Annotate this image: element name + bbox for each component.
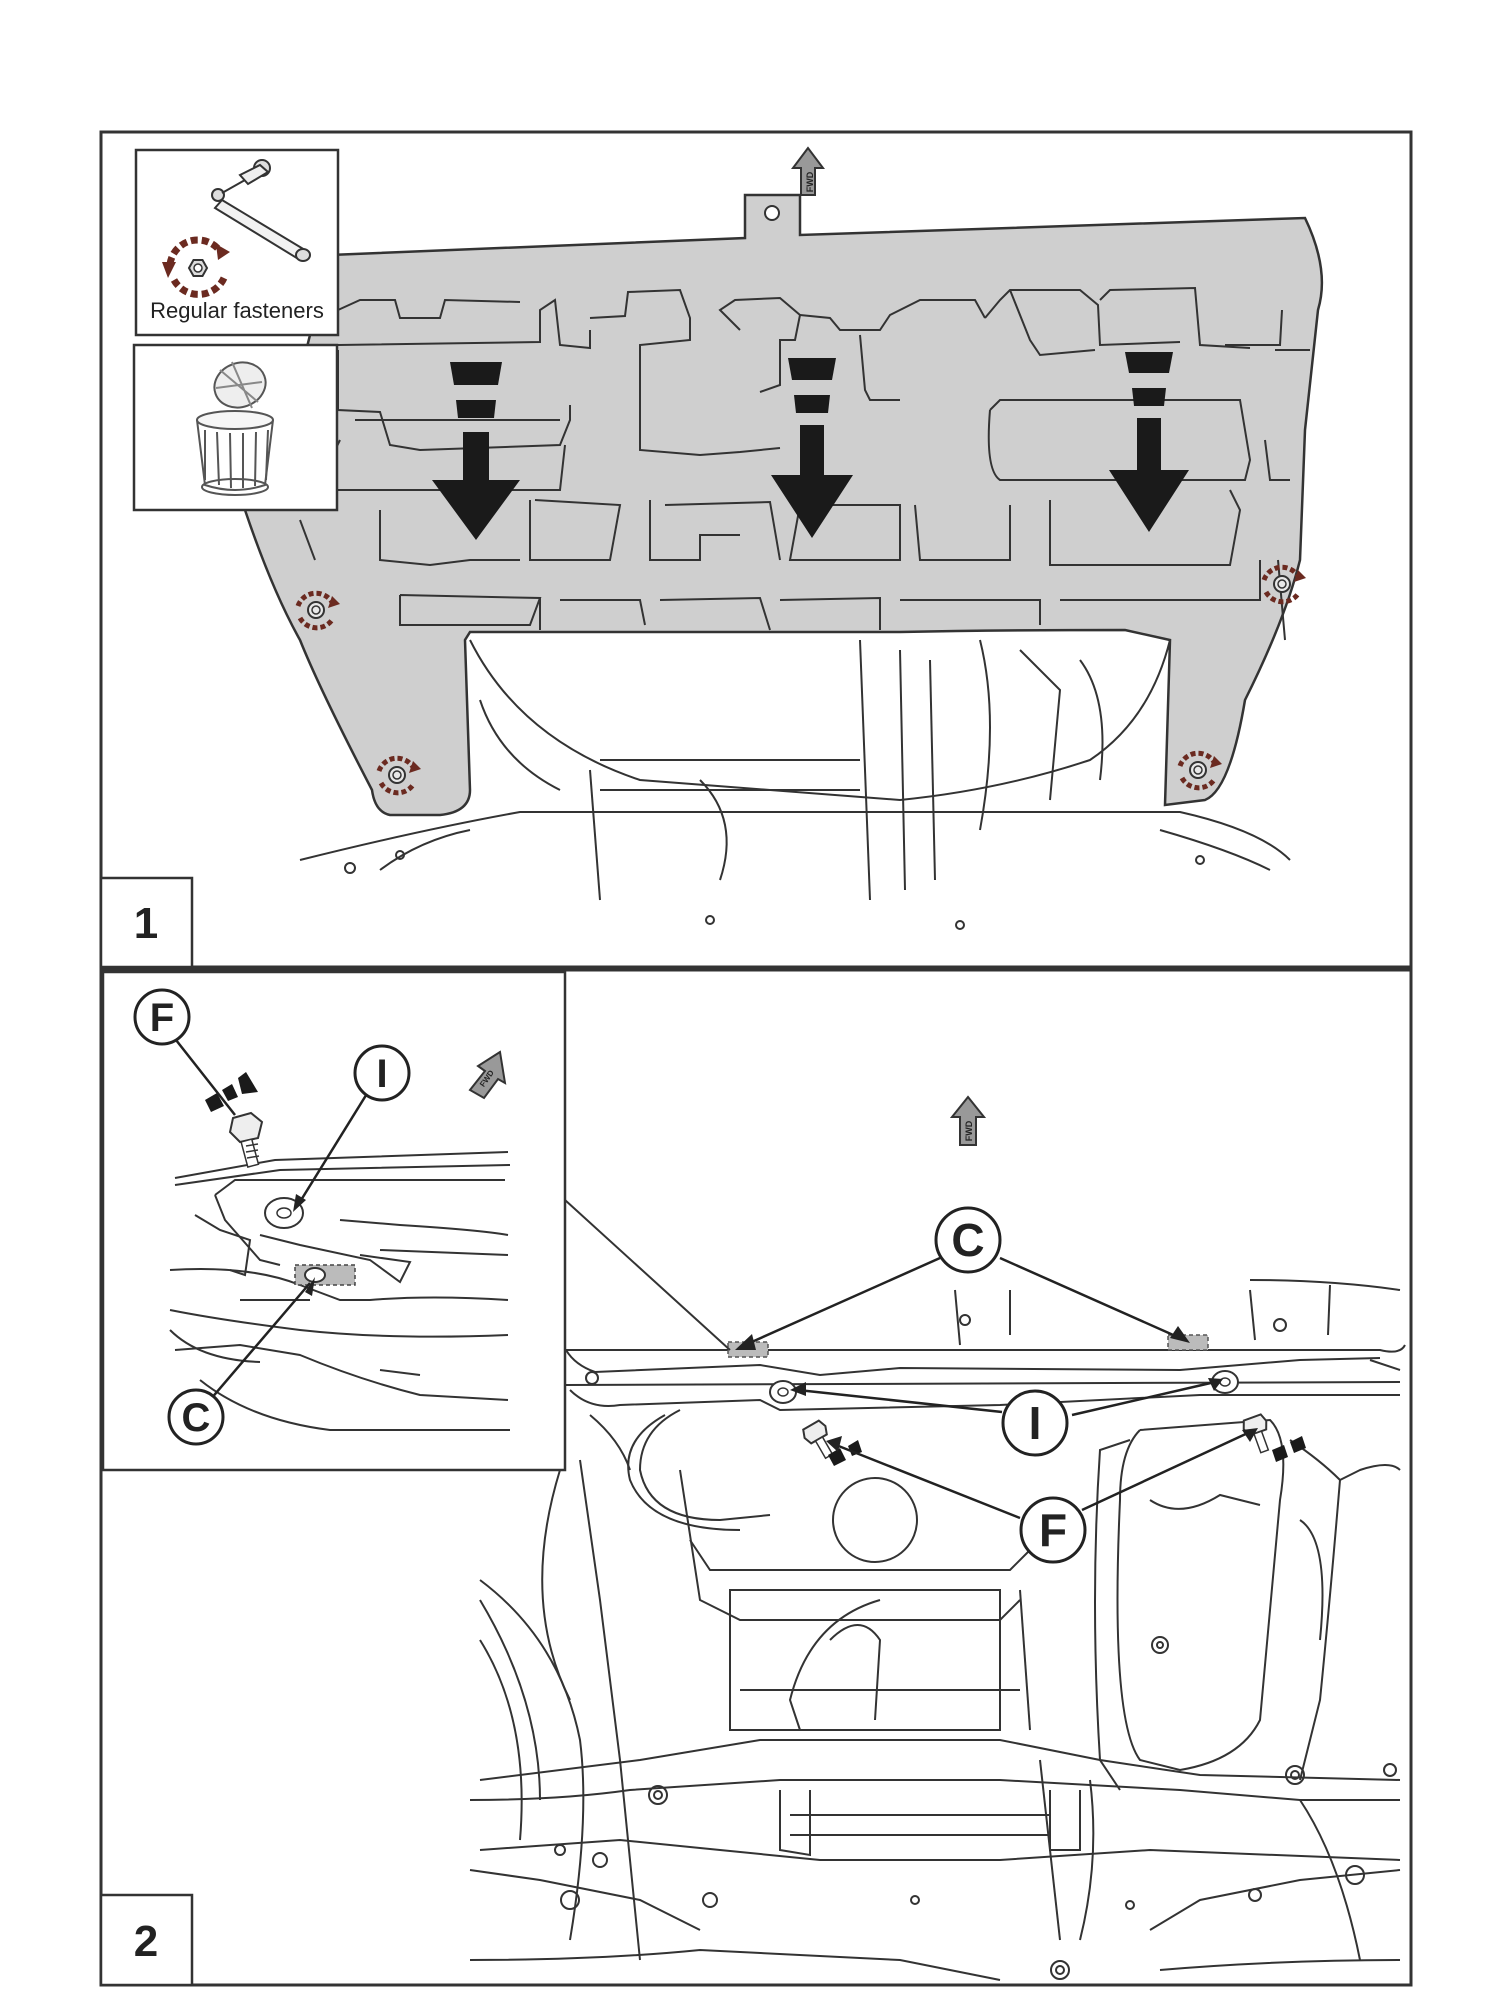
- push-arrow-left: [432, 362, 520, 540]
- push-arrow-right: [1109, 352, 1189, 532]
- detail-leaders: [175, 1039, 370, 1401]
- install-arrow-right: [1272, 1436, 1306, 1462]
- callout-c-label: C: [951, 1214, 984, 1266]
- step-2-box: [99, 1893, 194, 1987]
- detail-inset-drawing: [169, 1151, 511, 1431]
- detail-fwd-arrow: FWD: [468, 1050, 507, 1100]
- step-1-number: 1: [134, 899, 158, 948]
- inset-regular-fasteners: [134, 148, 340, 337]
- fwd-label: FWD: [805, 171, 815, 192]
- callout-i-main: I: [1001, 1389, 1069, 1457]
- callout-f-main: F: [1019, 1496, 1087, 1564]
- install-direction-arrows: [432, 352, 1189, 540]
- step-2-number: 2: [134, 1917, 158, 1966]
- rotate-fastener-icon: [1261, 564, 1306, 605]
- fwd-label: FWD: [964, 1120, 974, 1141]
- callout-i-detail: I: [353, 1044, 411, 1102]
- bolt-left: [802, 1419, 834, 1460]
- rotate-nut-icon: [162, 236, 230, 298]
- detail-inset: [101, 970, 567, 1472]
- detail-install-arrow: [205, 1072, 258, 1112]
- shield-tab-hole: [764, 205, 780, 221]
- shield-ribs: [299, 286, 1310, 641]
- callout-leaders-main: [744, 1256, 1251, 1520]
- engine-mount: [832, 1477, 918, 1563]
- rotate-fastener-icon: [1177, 750, 1222, 791]
- rotate-fastener-icon: [376, 755, 421, 796]
- detail-washer: [264, 1197, 304, 1229]
- panel-2-frame: [99, 968, 1413, 1987]
- zoom-connector: [564, 1199, 731, 1470]
- callout-i-label: I: [1029, 1397, 1042, 1449]
- callout-f-detail: F: [133, 988, 191, 1046]
- vehicle-underbody-panel-2: [469, 1279, 1406, 1981]
- detail-bolt: [228, 1111, 264, 1168]
- callout-arrowheads-main: [735, 1326, 1258, 1452]
- inset-caption: Regular fasteners: [150, 298, 324, 323]
- fwd-arrow-panel-2: FWD: [949, 1095, 987, 1146]
- rotate-fastener-icon: [295, 590, 340, 631]
- push-clip-icon: [196, 361, 274, 496]
- callout-f-label: F: [1039, 1504, 1067, 1556]
- fwd-arrow-panel-1: FWD: [791, 146, 825, 196]
- push-arrow-center: [771, 358, 853, 538]
- callout-f-label: F: [150, 996, 174, 1040]
- vehicle-underbody-panel-1: [299, 639, 1291, 930]
- fastener-points-main: [727, 1334, 1306, 1466]
- ratchet-wrench-icon: [211, 159, 311, 262]
- detail-arrowheads: [293, 1194, 315, 1296]
- panel-1-frame: [99, 130, 1413, 969]
- callout-c-main: C: [934, 1206, 1002, 1274]
- fastener-markers-panel-1: [295, 564, 1306, 796]
- callout-i-label: I: [376, 1052, 387, 1096]
- step-1-box: [99, 876, 194, 969]
- callout-c-label: C: [182, 1396, 211, 1440]
- detail-clip-slot: [294, 1264, 356, 1286]
- engine-under-shield: [243, 193, 1324, 817]
- callout-c-detail: C: [167, 1388, 225, 1446]
